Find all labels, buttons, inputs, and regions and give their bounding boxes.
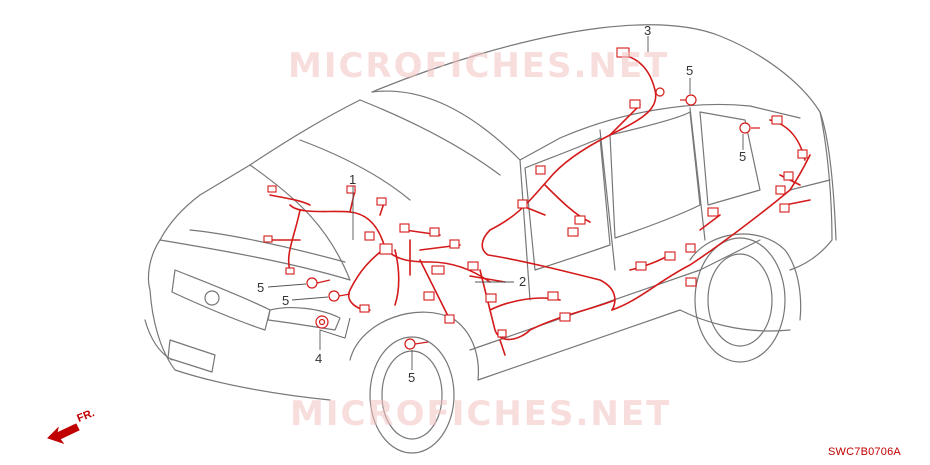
callout-5-wheel: 5 (408, 370, 416, 385)
bolt-part-5 (404, 338, 429, 350)
connector (797, 149, 808, 159)
connector (285, 267, 295, 275)
connector (559, 312, 571, 322)
connector (783, 171, 794, 181)
harness-body (481, 54, 657, 311)
leader-5d (291, 296, 329, 301)
connector (359, 304, 370, 313)
rear-wheel (694, 237, 786, 363)
connector (535, 165, 546, 175)
clip-part-4 (315, 315, 329, 329)
callout-1: 1 (349, 172, 357, 187)
leader-4 (319, 317, 351, 350)
connector (263, 235, 273, 243)
diagram-code: SWC7B0706A (828, 446, 901, 458)
connector (616, 47, 630, 58)
connector (379, 243, 393, 255)
front-direction-arrow (47, 423, 80, 444)
connector (635, 261, 647, 271)
connector (467, 261, 479, 271)
connector (771, 115, 783, 125)
connector (485, 293, 497, 303)
bolt-part-5 (739, 122, 760, 134)
callout-5-front-upper: 5 (257, 280, 265, 295)
connector (429, 227, 440, 237)
connector (775, 185, 786, 195)
connector (376, 197, 387, 206)
connector (364, 231, 375, 241)
watermark-top: MICROFICHES.NET (288, 46, 670, 86)
connector (547, 291, 559, 301)
callout-5-rear: 5 (739, 149, 747, 164)
connector (449, 239, 460, 249)
connector (664, 251, 676, 261)
grommet (655, 87, 665, 97)
watermark-bottom: MICROFICHES.NET (290, 394, 672, 434)
connector (444, 314, 455, 324)
connector (685, 243, 696, 253)
callout-5-top-roof: 5 (686, 63, 694, 78)
connector (629, 99, 641, 109)
callout-3: 3 (644, 23, 652, 38)
connector (574, 215, 586, 225)
roof-outline (371, 24, 837, 241)
hood-outline (159, 239, 351, 281)
connector (346, 185, 356, 194)
connector (685, 277, 697, 287)
connector (497, 329, 507, 338)
connector (431, 265, 445, 275)
connector (423, 291, 435, 301)
callout-2: 2 (519, 274, 527, 289)
callout-4: 4 (315, 351, 323, 366)
connector (779, 203, 790, 213)
bolt-part-5 (328, 290, 351, 302)
connector (707, 207, 719, 217)
front-grille (171, 269, 271, 331)
connector (267, 185, 277, 193)
callout-5-front-lower: 5 (282, 293, 290, 308)
connector (567, 227, 579, 237)
bolt-part-5 (680, 94, 697, 106)
front-wheel (369, 336, 455, 454)
leader-5c (267, 283, 307, 288)
connector (517, 199, 528, 209)
connector (399, 223, 410, 233)
bolt-part-5 (306, 277, 331, 289)
